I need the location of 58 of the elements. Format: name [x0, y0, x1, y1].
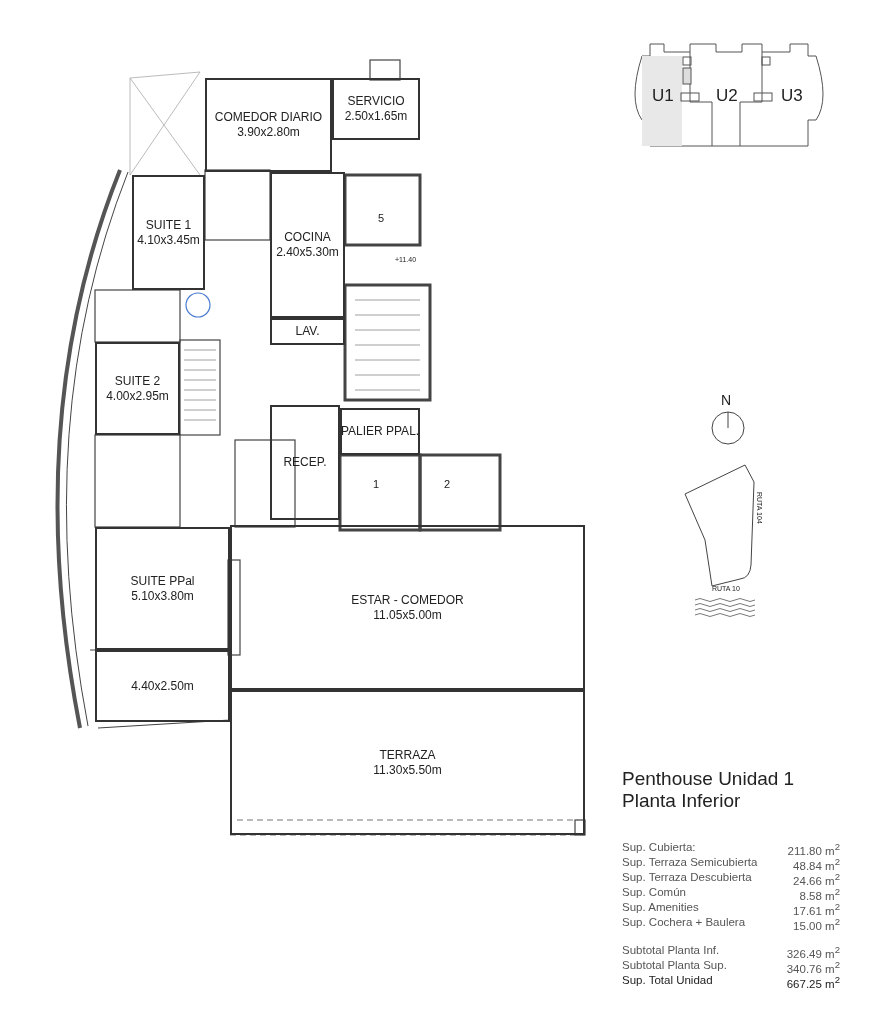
elevator-number: 5	[378, 212, 385, 224]
room-name: SUITE 1	[145, 217, 192, 233]
room	[95, 342, 180, 435]
area-name: Sup. Terraza Descubierta	[622, 870, 752, 884]
room-name: RECEP.	[283, 455, 327, 470]
room-name: LAV.	[295, 324, 320, 339]
area-value: 15.00 m$^{2}$	[793, 915, 840, 933]
room	[270, 318, 345, 345]
area-name: Sup. Cochera + Baulera	[622, 915, 746, 929]
room-dimension: 5.10x3.80m	[131, 588, 194, 604]
unit-label: U3	[781, 86, 803, 106]
room-name: SUITE 2	[114, 373, 161, 389]
room-name: SERVICIO	[347, 94, 405, 109]
area-name: Sup. Amenities	[622, 900, 699, 914]
unit-label: U2	[716, 86, 738, 106]
room-name: TERRAZA	[379, 747, 436, 763]
area-name: Subtotal Planta Sup.	[622, 958, 727, 972]
room	[332, 78, 420, 140]
room-name: SUITE PPal	[130, 573, 195, 589]
elevator-number: 1	[373, 478, 380, 490]
elevator-number: 2	[444, 478, 451, 490]
area-name: Sup. Terraza Semicubierta	[622, 855, 758, 869]
area-value: 48.84 m$^{2}$	[793, 855, 840, 873]
room-dimension: 4.00x2.95m	[106, 388, 169, 404]
room-dimension: 3.90x2.80m	[237, 125, 300, 140]
area-name: Sup. Total Unidad	[622, 973, 713, 987]
area-value: 24.66 m$^{2}$	[793, 870, 840, 888]
room	[95, 650, 230, 722]
room	[230, 690, 585, 835]
room-name: COMEDOR DIARIO	[214, 110, 323, 125]
area-name: Sup. Cubierta:	[622, 840, 696, 854]
room	[95, 527, 230, 650]
area-value: 17.61 m$^{2}$	[793, 900, 840, 918]
room	[340, 408, 420, 455]
area-value: 8.58 m$^{2}$	[799, 885, 840, 903]
room-name: COCINA	[284, 230, 331, 245]
room	[132, 175, 205, 290]
title: Penthouse Unidad 1 Planta Inferior	[622, 768, 796, 812]
area-name: Sup. Común	[622, 885, 686, 899]
room-dimension: 4.10x3.45m	[137, 232, 200, 248]
room-dimension: 2.50x1.65m	[344, 109, 408, 124]
room-name: ESTAR - COMEDOR	[351, 592, 464, 608]
room	[230, 525, 585, 690]
unit-label: U1	[652, 86, 674, 106]
room-name: PALIER PPAL.	[340, 424, 420, 439]
room	[270, 172, 345, 318]
room-dimension: 2.40x5.30m	[276, 245, 339, 260]
area-value: 326.49 m$^{2}$	[786, 943, 840, 961]
room-name: 4.40x2.50m	[131, 678, 194, 694]
north-label: N	[721, 392, 732, 408]
area-value: 211.80 m$^{2}$	[787, 840, 840, 858]
room	[205, 78, 332, 172]
area-value: 667.25 m$^{2}$	[786, 973, 840, 991]
area-name: Subtotal Planta Inf.	[622, 943, 720, 957]
room	[270, 405, 340, 520]
area-value: 340.76 m$^{2}$	[786, 958, 840, 976]
room-dimension: 11.05x5.00m	[373, 607, 442, 623]
room-dimension: 11.30x5.50m	[373, 762, 442, 778]
